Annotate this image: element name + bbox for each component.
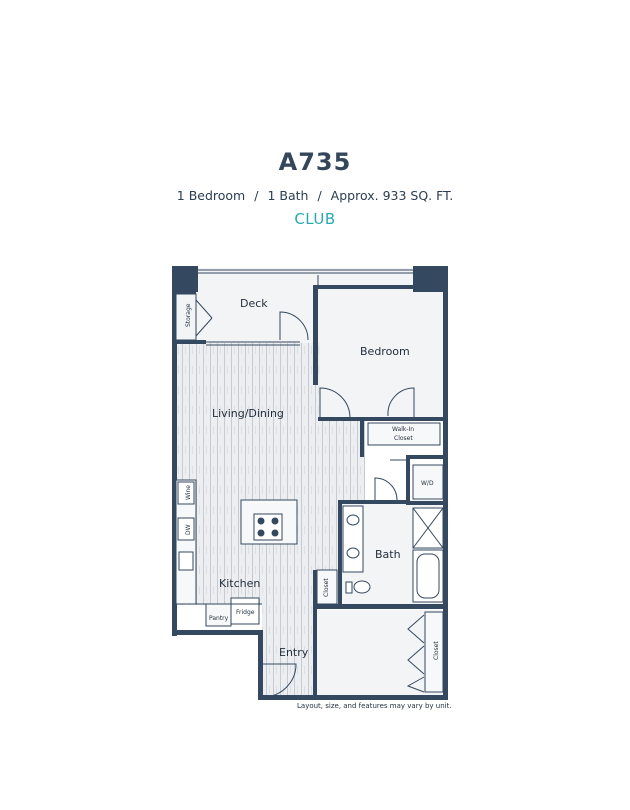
- closet-small-box: [316, 569, 338, 605]
- closet-bifold-doors: [316, 569, 444, 693]
- label-pantry: Pantry: [209, 615, 229, 622]
- label-storage: Storage: [185, 303, 192, 327]
- wall: [406, 501, 446, 505]
- wall: [172, 630, 262, 635]
- storage-closet: [175, 293, 213, 341]
- windows: [198, 269, 413, 346]
- bedroom-count: 1 Bedroom: [176, 188, 246, 203]
- wall: [176, 290, 196, 294]
- wall: [406, 455, 446, 459]
- fridge: [230, 597, 260, 625]
- wall: [258, 695, 448, 700]
- label-walk-in-2: Closet: [394, 435, 413, 442]
- dishwasher: [177, 517, 195, 541]
- bath-fixtures: [342, 505, 444, 603]
- unit-name: A735: [278, 148, 352, 176]
- walk-in-closet: [367, 422, 441, 446]
- label-living-dining: Living/Dining: [212, 407, 284, 420]
- wall: [313, 285, 318, 385]
- room-labels: Deck Storage Bedroom Living/Dining Walk-…: [185, 297, 440, 660]
- kitchen-sink-icon: [178, 551, 194, 571]
- entry-floor: [262, 600, 317, 696]
- washer-dryer: [412, 464, 444, 500]
- floor-areas: [173, 268, 445, 696]
- label-kitchen: Kitchen: [219, 577, 260, 590]
- square-footage: Approx. 933 SQ. FT.: [330, 188, 454, 203]
- wall: [172, 266, 177, 636]
- unit-specs: 1 Bedroom / 1 Bath / Approx. 933 SQ. FT.: [0, 188, 630, 203]
- label-closet-small: Closet: [323, 578, 330, 597]
- wall: [338, 500, 406, 504]
- wall: [318, 417, 446, 421]
- wall: [313, 570, 317, 695]
- bedroom-floor: [317, 290, 445, 420]
- unit-tier: CLUB: [294, 210, 336, 228]
- bathroom-count: 1 Bath: [267, 188, 309, 203]
- living-floor: [176, 343, 320, 605]
- wall: [176, 340, 206, 344]
- wall: [406, 455, 410, 505]
- label-wd: W/D: [421, 480, 434, 487]
- label-deck: Deck: [240, 297, 268, 310]
- wall: [338, 500, 342, 604]
- label-closet-large: Closet: [433, 641, 440, 660]
- sink-icon: [346, 514, 360, 526]
- separator: /: [317, 188, 322, 203]
- label-walk-in-1: Walk-In: [392, 426, 414, 433]
- wall: [443, 266, 448, 700]
- kitchen-fixtures: [175, 479, 298, 627]
- label-bedroom: Bedroom: [360, 345, 410, 358]
- label-fridge: Fridge: [236, 609, 255, 616]
- wall: [316, 604, 448, 609]
- wall: [258, 630, 263, 700]
- disclaimer: Layout, size, and features may vary by u…: [297, 702, 452, 710]
- label-entry: Entry: [279, 646, 309, 659]
- cooktop-icon: [253, 513, 283, 541]
- wall: [360, 417, 364, 457]
- wine-fridge: [177, 481, 195, 505]
- sink-icon: [346, 547, 360, 559]
- label-bath: Bath: [375, 548, 401, 561]
- unit-header: A735 1 Bedroom / 1 Bath / Approx. 933 SQ. FT…: [0, 148, 630, 228]
- closet-floor: [317, 610, 445, 696]
- kitchen-counter: [175, 479, 197, 605]
- toilet-icon: [353, 580, 371, 594]
- label-dw: DW: [185, 524, 192, 535]
- separator: /: [254, 188, 259, 203]
- label-wine: Wine: [185, 485, 192, 500]
